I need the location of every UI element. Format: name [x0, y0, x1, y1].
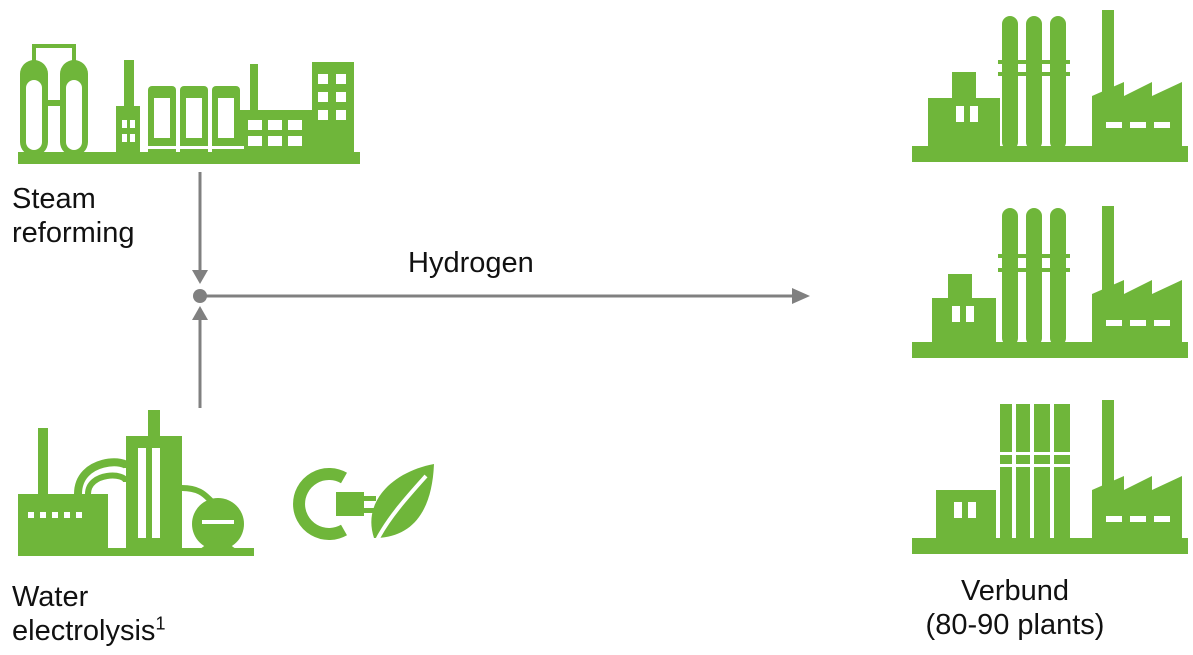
factory-icon	[912, 206, 1188, 358]
water-electrolysis-label: Water electrolysis1	[12, 581, 166, 647]
verbund-label: Verbund (80-90 plants)	[925, 575, 1105, 641]
hydrogen-label: Hydrogen	[408, 247, 534, 279]
water-arrowhead	[192, 306, 208, 320]
electrolysis-plant-icon	[18, 410, 254, 556]
plug-leaf-icon	[293, 464, 434, 543]
factory-icon	[912, 10, 1188, 162]
steam-reforming-label: Steam reforming	[12, 183, 135, 249]
footnote-marker: 1	[155, 613, 166, 634]
chemical-plant-icon	[18, 44, 360, 164]
steam-arrowhead	[192, 270, 208, 284]
factory-icon	[912, 400, 1188, 554]
hydrogen-arrowhead	[792, 288, 810, 304]
